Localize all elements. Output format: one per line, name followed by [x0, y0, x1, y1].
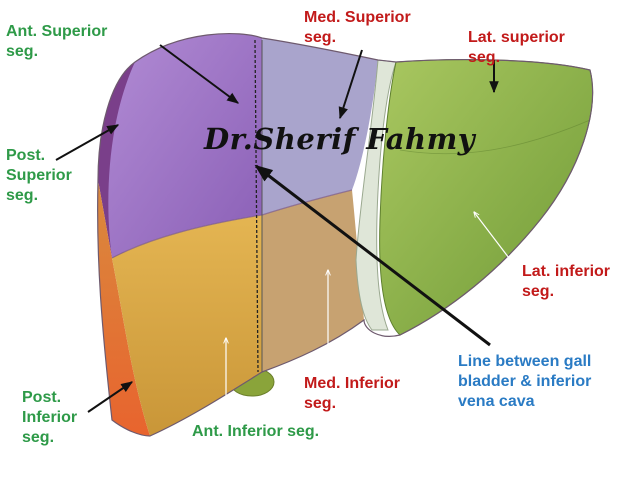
post-inferior-label: Post. Inferior seg.: [22, 389, 78, 446]
liver-outline: [97, 32, 594, 437]
ant-superior-pointer: [159, 44, 239, 104]
ant-superior-label: Ant. Superior seg.: [6, 23, 108, 60]
falciform-ligament: [355, 59, 397, 331]
med-superior-segment: [262, 38, 378, 215]
post-inferior-segment: [97, 180, 150, 436]
ant-superior-segment: [108, 33, 262, 258]
ant-inferior-label: Ant. Inferior seg.: [192, 423, 320, 440]
med-superior-pointer: [338, 49, 363, 120]
gallbladder-line-pointer: [254, 164, 491, 347]
lateral-segment-divider: [399, 119, 591, 155]
segment-divider: [111, 189, 353, 259]
post-inferior-pointer: [87, 381, 133, 413]
lat-superior-label: Lat. superior seg.: [468, 29, 565, 66]
med-inferior-label: Med. Inferior seg.: [304, 375, 401, 412]
gallbladder-vena-cava-plane: [254, 39, 259, 373]
med-superior-label: Med. Superior seg.: [304, 9, 411, 46]
lat-inferior-label: Lat. inferior seg.: [522, 263, 611, 300]
ant-inferior-segment: [112, 215, 262, 436]
lat-inferior-arrow-inner: [474, 212, 513, 263]
post-superior-pointer: [55, 124, 120, 161]
author-watermark: Dr.Sherif Fahmy: [204, 122, 476, 156]
post-superior-label: Post. Superior seg.: [6, 147, 72, 204]
gallbladder-line-label: Line between gall bladder & inferior ven…: [458, 353, 592, 410]
med-inferior-segment: [262, 190, 364, 372]
